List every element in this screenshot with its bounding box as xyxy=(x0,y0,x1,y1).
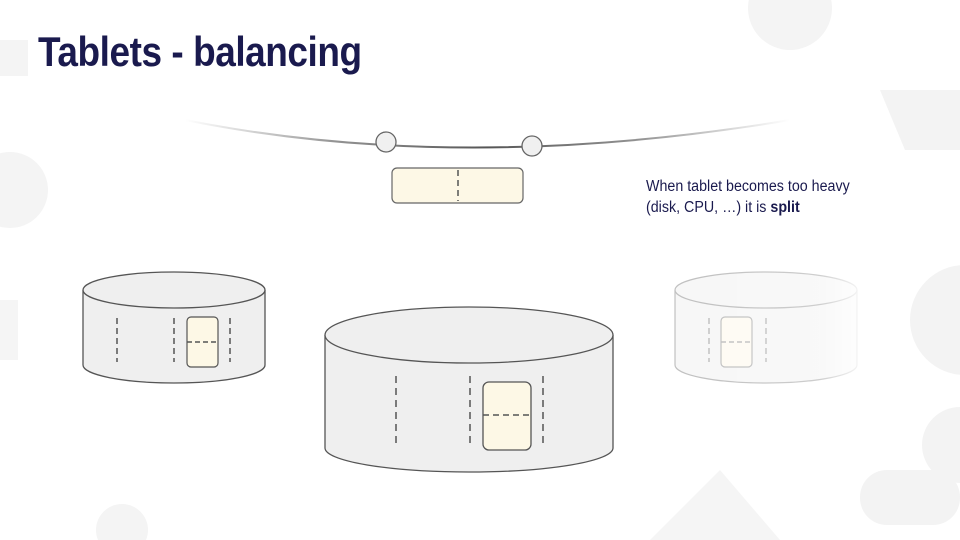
node-top xyxy=(324,306,614,364)
node-top xyxy=(82,271,266,309)
decor-shape xyxy=(880,90,960,150)
caption-emphasis: split xyxy=(770,199,800,216)
decor-circle xyxy=(922,407,960,483)
decor-pill xyxy=(860,470,960,525)
caption-text: When tablet becomes too heavy (disk, CPU… xyxy=(646,178,850,216)
fade-overlay xyxy=(700,262,870,387)
split-caption: When tablet becomes too heavy (disk, CPU… xyxy=(646,176,885,218)
ring-token-left xyxy=(375,131,397,153)
decor-circle xyxy=(910,265,960,375)
node-center xyxy=(324,306,614,473)
slide-title: Tablets - balancing xyxy=(38,28,362,75)
node-body xyxy=(324,335,614,473)
decor-shape xyxy=(650,470,780,540)
decor-circle xyxy=(748,0,832,50)
decor-block xyxy=(0,40,28,76)
ring-token-right xyxy=(521,135,543,157)
decor-circle xyxy=(0,152,48,228)
node-left xyxy=(82,271,266,384)
tablet-rect xyxy=(482,381,532,451)
node-body xyxy=(82,290,266,384)
split-tablet xyxy=(391,167,524,204)
decor-block xyxy=(0,300,18,360)
decor-circle xyxy=(96,504,148,540)
token-ring-arc xyxy=(184,119,791,149)
